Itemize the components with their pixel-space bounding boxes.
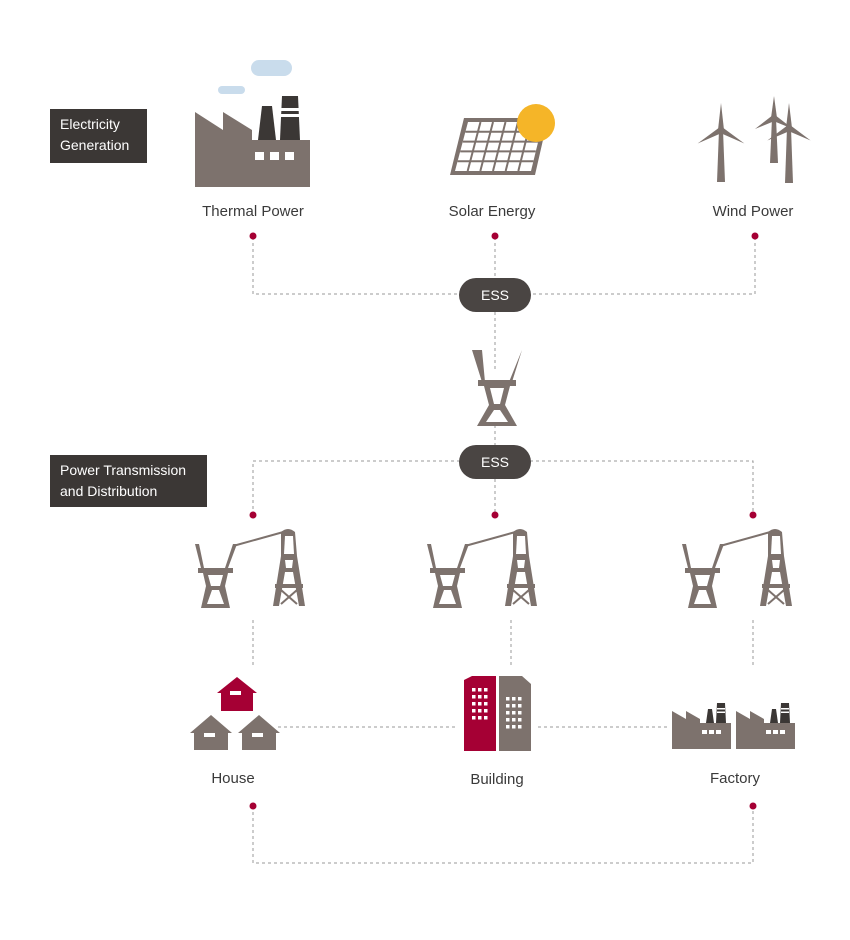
building-icon — [464, 676, 531, 751]
wind-turbine-icon — [767, 103, 811, 183]
house-icon — [190, 677, 280, 750]
dot-wind — [751, 232, 759, 240]
line-ess-to-left — [252, 460, 460, 514]
section-label-transmission-line2: and Distribution — [60, 483, 158, 499]
section-label-transmission: Power Transmission and Distribution — [50, 455, 207, 507]
caption-house: House — [211, 770, 255, 787]
caption-factory: Factory — [709, 770, 760, 787]
cloud-icon — [251, 60, 292, 76]
caption-building: Building — [470, 771, 524, 788]
connector-lines — [252, 237, 756, 864]
wind-turbine-icon — [697, 103, 745, 182]
cloud-small-icon — [218, 86, 245, 94]
line-house-factory — [252, 806, 754, 864]
caption-thermal-power: Thermal Power — [202, 203, 304, 220]
line-ess-to-right — [530, 460, 754, 514]
transmission-tower-left-icon — [194, 528, 306, 609]
dot-factory — [749, 802, 757, 810]
dot-right-tower — [749, 511, 757, 519]
section-label-generation-line1: Electricity — [60, 116, 120, 132]
dot-thermal — [249, 232, 257, 240]
wind-turbine-icon — [754, 96, 794, 163]
factory-icon — [672, 703, 795, 749]
dot-house — [249, 802, 257, 810]
section-label-generation-line2: Generation — [60, 137, 130, 153]
dot-solar — [491, 232, 499, 240]
dot-center-tower — [491, 511, 499, 519]
sun-icon — [517, 104, 555, 142]
wind-power-icon — [697, 96, 811, 183]
transmission-tower-right-icon — [681, 528, 793, 609]
section-label-transmission-line1: Power Transmission — [60, 462, 187, 478]
section-label-generation: Electricity Generation — [50, 109, 147, 163]
line-thermal-to-ess — [252, 237, 460, 295]
caption-wind-power: Wind Power — [712, 203, 794, 220]
ess-node-bottom: ESS — [459, 445, 531, 479]
ess-node-top: ESS — [459, 278, 531, 312]
caption-solar-energy: Solar Energy — [448, 203, 536, 220]
dot-left-tower — [249, 511, 257, 519]
thermal-power-icon — [195, 60, 310, 187]
line-wind-to-ess — [530, 237, 756, 295]
transmission-tower-center-icon — [426, 528, 538, 609]
connection-dots — [249, 232, 759, 810]
solar-energy-icon — [450, 104, 555, 175]
substation-icon — [472, 350, 522, 426]
